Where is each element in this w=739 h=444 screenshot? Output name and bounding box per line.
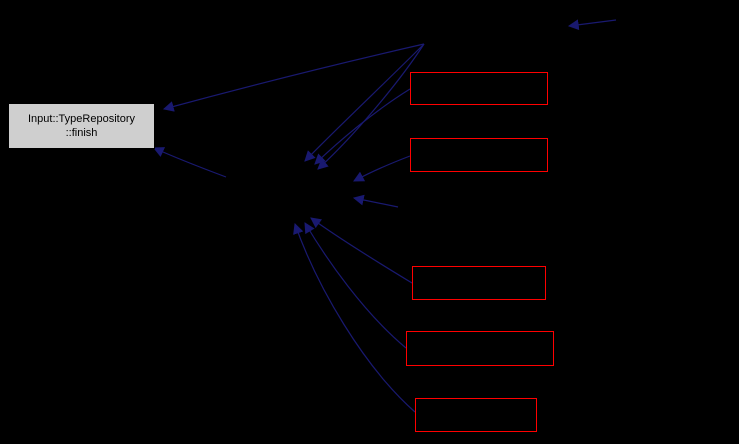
main-node-label-line2: ::finish [65,127,98,139]
edge-short-right [352,194,399,208]
caller-node-3[interactable] [412,266,546,300]
main-node-label-line1: Input::TypeRepository [27,112,135,125]
caller-node-1[interactable] [410,72,548,105]
edge-top-right [567,19,617,31]
edge-caller-5 [293,222,416,413]
caller-node-5[interactable] [415,398,537,432]
edge-hub-to-main [162,43,425,112]
edge-hub-down-2 [317,43,425,170]
edge-caller-4 [304,222,407,349]
main-node: Input::TypeRepository ::finish [8,103,155,149]
edge-caller-1 [314,88,411,165]
edge-caller-2 [353,155,411,182]
edge-caller-3 [310,217,413,284]
edge-inner-to-main [153,147,227,178]
edge-hub-down-1 [304,43,425,162]
caller-node-2[interactable] [410,138,548,172]
graph-edges-group [153,19,617,413]
caller-node-4[interactable] [406,331,554,366]
